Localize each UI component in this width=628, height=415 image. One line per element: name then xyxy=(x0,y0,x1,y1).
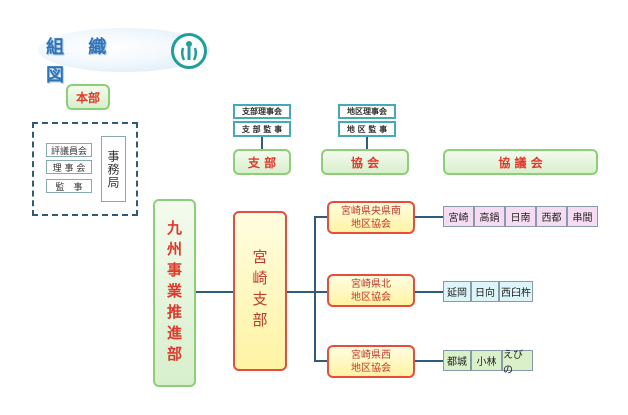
city-cell: 西都 xyxy=(536,206,567,227)
kyogikai-header: 協 議 会 xyxy=(443,149,598,175)
chiku-kanji-box: 地 区 監 事 xyxy=(338,121,396,137)
region-trunk-line xyxy=(314,216,316,361)
city-cell: 高鍋 xyxy=(474,206,505,227)
city-cell: 日南 xyxy=(505,206,536,227)
shibu-rijikai-box: 支部理事会 xyxy=(233,104,291,119)
honbu-frame xyxy=(32,122,138,216)
kyushu-miyazaki-connector xyxy=(196,291,234,293)
page-title: 組 織 図 xyxy=(46,37,116,86)
city-cell: 日向 xyxy=(471,281,499,302)
city-cell: 都城 xyxy=(443,350,471,371)
city-cell: 串間 xyxy=(567,206,598,227)
region-3-box: 宮崎県西 地区協会 xyxy=(327,345,415,378)
shibu-connector xyxy=(261,137,263,149)
city-cell: 宮崎 xyxy=(443,206,474,227)
region-3-connector xyxy=(314,360,328,362)
city-cell: 延岡 xyxy=(443,281,471,302)
shibu-kanji-box: 支 部 監 事 xyxy=(233,121,291,137)
organization-logo-icon xyxy=(171,33,207,69)
rijikai-box: 理 事 会 xyxy=(46,160,92,174)
city-cell: 西臼杵 xyxy=(499,281,533,302)
region-3-cities-connector xyxy=(415,360,443,362)
chiku-connector xyxy=(366,137,368,149)
shibu-header: 支 部 xyxy=(233,149,291,175)
region-2-box: 宮崎県北 地区協会 xyxy=(327,274,415,307)
region-1-cities-connector xyxy=(415,216,443,218)
kanji-box: 監 事 xyxy=(46,179,92,193)
hyogiinkai-box: 評議員会 xyxy=(46,143,92,157)
city-cell: えびの xyxy=(502,350,533,376)
region-2-connector xyxy=(314,291,328,293)
region-1-connector xyxy=(314,216,328,218)
miyazaki-branch-connector xyxy=(287,291,315,293)
honbu-label: 本部 xyxy=(66,84,110,110)
city-cell: 小林 xyxy=(471,350,502,371)
miyazaki-shibu: 宮崎支部 xyxy=(233,211,287,371)
kyushu-jigyo-suishinbu: 九州事業推進部 xyxy=(153,199,196,387)
jimukyoku-box: 事務局 xyxy=(101,136,126,202)
region-2-cities-connector xyxy=(415,291,443,293)
kyokai-header: 協 会 xyxy=(321,149,409,175)
region-1-box: 宮崎県央県南 地区協会 xyxy=(327,201,415,234)
chiku-rijikai-box: 地区理事会 xyxy=(338,104,396,119)
